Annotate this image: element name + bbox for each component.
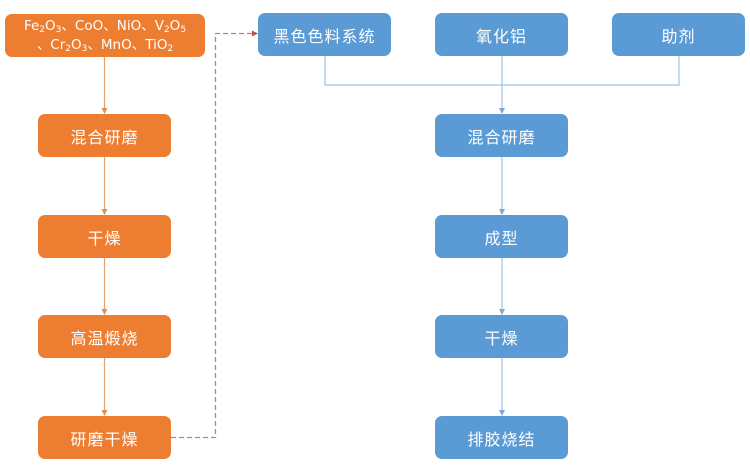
formula-part: 、CoO、NiO、V: [61, 18, 164, 34]
raw-materials-box: Fe2O3、CoO、NiO、V2O5 、Cr2O3、MnO、TiO2: [5, 14, 205, 57]
left-step-label: 高温煅烧: [70, 328, 139, 348]
input-label: 助剂: [661, 26, 696, 46]
formula-part: 、Cr: [36, 37, 66, 53]
input-alumina: 氧化铝: [435, 13, 568, 56]
formula-subscript: 3: [81, 44, 88, 54]
formula-part: O: [71, 37, 82, 53]
right-step-label: 混合研磨: [467, 127, 536, 147]
raw-materials-line-2: 、Cr2O3、MnO、TiO2: [37, 36, 173, 55]
formula-subscript: 2: [39, 25, 46, 35]
right-step-label: 干燥: [484, 328, 519, 348]
input-additive: 助剂: [612, 13, 745, 56]
left-step-calcine: 高温煅烧: [38, 315, 171, 358]
formula-subscript: 5: [180, 25, 187, 35]
formula-subscript: 2: [65, 44, 72, 54]
right-step-forming: 成型: [435, 215, 568, 258]
input-black-pigment-system: 黑色色料系统: [258, 13, 391, 56]
left-step-label: 研磨干燥: [70, 429, 139, 449]
merge-connector: [324, 56, 680, 86]
right-step-label: 成型: [484, 228, 519, 248]
left-step-dry: 干燥: [38, 215, 171, 258]
formula-part: O: [45, 18, 56, 34]
formula-subscript: 2: [163, 25, 170, 35]
left-step-mix-grind: 混合研磨: [38, 114, 171, 157]
formula-part: Fe: [23, 18, 40, 34]
formula-subscript: 3: [55, 25, 62, 35]
right-step-dry: 干燥: [435, 315, 568, 358]
right-step-debind-sinter: 排胶烧结: [435, 416, 568, 459]
raw-materials-line-1: Fe2O3、CoO、NiO、V2O5: [24, 17, 186, 36]
input-label: 氧化铝: [475, 26, 527, 46]
dashed-link-to-black-pigment: [171, 30, 258, 439]
left-step-label: 干燥: [87, 228, 122, 248]
left-step-label: 混合研磨: [70, 127, 139, 147]
right-step-label: 排胶烧结: [467, 429, 536, 449]
right-step-mix-grind: 混合研磨: [435, 114, 568, 157]
left-step-grind-dry: 研磨干燥: [38, 416, 171, 459]
formula-part: 、MnO、TiO: [87, 37, 168, 53]
input-label: 黑色色料系统: [273, 26, 376, 46]
formula-subscript: 2: [167, 44, 174, 54]
formula-part: O: [169, 18, 181, 34]
